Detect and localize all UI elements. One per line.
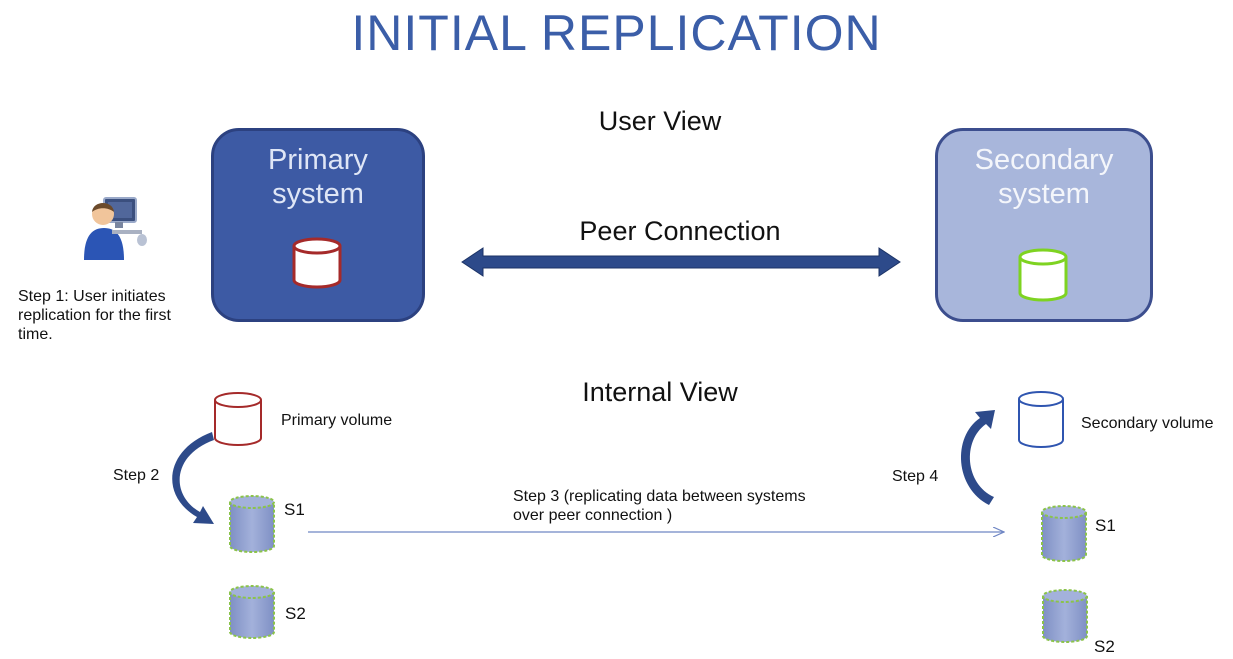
snapshot-label-left-s1: S1 [284,500,305,519]
primary-system-box: Primary system [211,128,425,322]
user-computer-icon [84,197,147,260]
primary-volume-label: Primary volume [281,412,393,429]
step1-description: Step 1: User initiates replication for t… [18,288,171,343]
snapshot-label-right-s1: S1 [1095,516,1116,535]
peer-connection-arrow [461,247,901,277]
step3-description: Step 3 (replicating data between systems… [513,488,806,524]
snapshot-label-right-s2: S2 [1094,637,1115,656]
snapshot-right-s1 [1041,505,1087,562]
peer-connection-label: Peer Connection [579,216,781,246]
internal-view-heading: Internal View [582,377,738,407]
primary-volume-icon [214,392,262,446]
secondary-volume-label: Secondary volume [1081,415,1214,432]
primary-database-icon [292,237,342,289]
snapshot-right-s2 [1042,589,1088,643]
primary-system-label-line2: system [272,178,364,210]
step2-label: Step 2 [113,467,160,484]
primary-system-label-line1: Primary [268,144,368,176]
snapshot-left-s1 [229,495,275,553]
secondary-volume-icon [1018,391,1064,448]
step2-curved-arrow [172,432,214,524]
secondary-system-label-line1: Secondary [974,144,1114,176]
secondary-system-label-line2: system [998,178,1090,210]
user-view-heading: User View [598,106,722,136]
step4-curved-arrow [961,410,995,505]
secondary-database-icon [1018,248,1068,302]
step4-label: Step 4 [892,468,939,485]
snapshot-left-s2 [229,585,275,639]
snapshot-label-left-s2: S2 [285,604,306,623]
page-title: INITIAL REPLICATION [351,5,882,61]
